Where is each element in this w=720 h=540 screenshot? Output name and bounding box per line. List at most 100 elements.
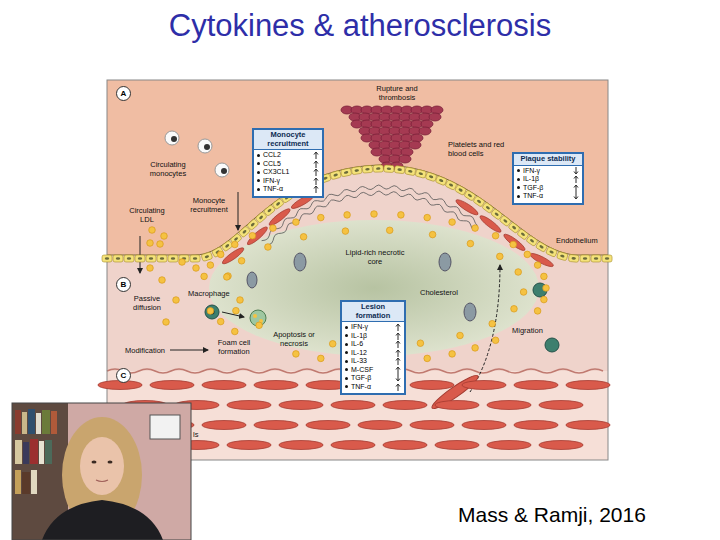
cytokine-name: TNF-α xyxy=(351,383,395,392)
up-arrow xyxy=(573,175,579,183)
bullet xyxy=(345,368,348,371)
book xyxy=(28,409,35,434)
arrow-shape xyxy=(574,192,578,199)
citation: Mass & Ramji, 2016 xyxy=(458,503,646,527)
ldl-particle xyxy=(237,297,244,304)
smooth-muscle-cell xyxy=(539,441,583,450)
wall-picture xyxy=(150,415,180,439)
panel-letter: B xyxy=(116,277,131,292)
arrow-shape xyxy=(396,367,400,374)
red-blood-cell xyxy=(411,134,423,142)
endothelial-nucleus xyxy=(204,255,209,259)
up-arrow xyxy=(395,332,401,340)
diffusion-arrow xyxy=(140,236,141,273)
book xyxy=(15,410,21,434)
endothelial-nucleus xyxy=(193,257,197,260)
arrow-shape xyxy=(574,176,578,183)
ldl-particle xyxy=(472,345,479,352)
smooth-muscle-cell xyxy=(202,421,246,430)
endothelial-nucleus xyxy=(458,188,463,192)
cytokine-name: TNF-α xyxy=(263,185,313,194)
endothelial-cell xyxy=(591,255,601,262)
bullet xyxy=(257,154,260,157)
up-arrow xyxy=(313,151,319,159)
ldl-particle xyxy=(492,337,499,344)
endothelial-nucleus xyxy=(250,222,255,227)
ldl-particle xyxy=(147,265,154,272)
endothelial-nucleus xyxy=(512,225,517,230)
ldl-particle xyxy=(232,241,239,248)
bullet xyxy=(257,188,260,191)
eye xyxy=(108,461,113,464)
book xyxy=(31,470,37,494)
endothelial-nucleus xyxy=(344,171,349,174)
smooth-muscle-cell xyxy=(410,381,454,390)
endothelial-cell xyxy=(602,255,612,262)
smooth-muscle-cell xyxy=(539,401,583,410)
ldl-particle xyxy=(173,297,180,304)
figure-label: Circulating monocytes xyxy=(146,160,190,178)
cytokine-row: IL-6 xyxy=(342,340,404,349)
endothelial-nucleus xyxy=(583,257,587,260)
slide-title: Cytokines & atherosclerosis xyxy=(0,8,720,44)
monocyte xyxy=(215,163,229,177)
endothelial-nucleus xyxy=(333,173,338,177)
mouth xyxy=(96,480,108,482)
bullet xyxy=(345,360,348,363)
ldl-particle xyxy=(489,320,496,327)
up-arrow xyxy=(395,383,401,391)
endothelial-nucleus xyxy=(276,202,281,207)
cholesterol-crystal xyxy=(294,253,306,271)
smooth-muscle-cell xyxy=(254,381,298,390)
cytokine-row: IFN-γ xyxy=(342,323,404,332)
panel-letter-text: C xyxy=(117,369,130,382)
bullet xyxy=(345,377,348,380)
ldl-particle xyxy=(520,289,527,296)
cytokine-row: IL-1β xyxy=(342,332,404,341)
ldl-particle xyxy=(541,273,548,280)
smooth-muscle-cell xyxy=(150,381,194,390)
endothelial-nucleus xyxy=(234,237,239,242)
arrow-shape xyxy=(314,186,318,193)
ldl-particle xyxy=(207,262,214,269)
smooth-muscle-cell xyxy=(435,441,479,450)
ldl-particle xyxy=(449,219,456,226)
ldl-particle xyxy=(201,273,208,280)
down-arrow xyxy=(395,374,401,382)
monocyte xyxy=(165,131,179,145)
endothelial-nucleus xyxy=(494,212,499,217)
endothelial-cell xyxy=(568,254,579,262)
endothelial-cells xyxy=(102,165,612,262)
endothelial-nucleus xyxy=(520,232,525,237)
endothelial-nucleus xyxy=(242,229,247,234)
cytokine-name: IL-1β xyxy=(523,175,573,184)
cytokine-name: IFN-γ xyxy=(263,177,313,186)
endothelial-cell xyxy=(362,165,373,173)
ldl-particle xyxy=(371,211,378,218)
ldl-particle xyxy=(207,308,214,315)
ldl-particle xyxy=(163,319,170,326)
box-heading: Monocyte recruitment xyxy=(254,130,322,150)
endothelial-nucleus xyxy=(225,244,230,249)
smooth-muscle-cell xyxy=(279,441,323,450)
ldl-particle xyxy=(161,233,168,240)
figure-label: Foam cell formation xyxy=(214,338,254,356)
endothelial-nucleus xyxy=(387,167,392,170)
ldl-particle xyxy=(472,225,479,232)
ldl-particle xyxy=(424,355,431,362)
arrow-shape xyxy=(574,167,578,174)
bullet xyxy=(517,195,520,198)
arrow-shape xyxy=(396,350,400,357)
ldl-particle xyxy=(524,251,531,258)
endothelial-cell xyxy=(146,255,156,262)
smooth-muscle-cell xyxy=(383,401,427,410)
red-blood-cell xyxy=(401,148,413,156)
cytokine-name: IFN-γ xyxy=(351,323,395,332)
panel-letter-text: A xyxy=(117,87,130,100)
endothelial-nucleus xyxy=(476,199,481,204)
figure-label: Monocyte recruitment xyxy=(186,196,232,214)
arrow-shape xyxy=(314,152,318,159)
ldl-particle xyxy=(492,232,499,239)
